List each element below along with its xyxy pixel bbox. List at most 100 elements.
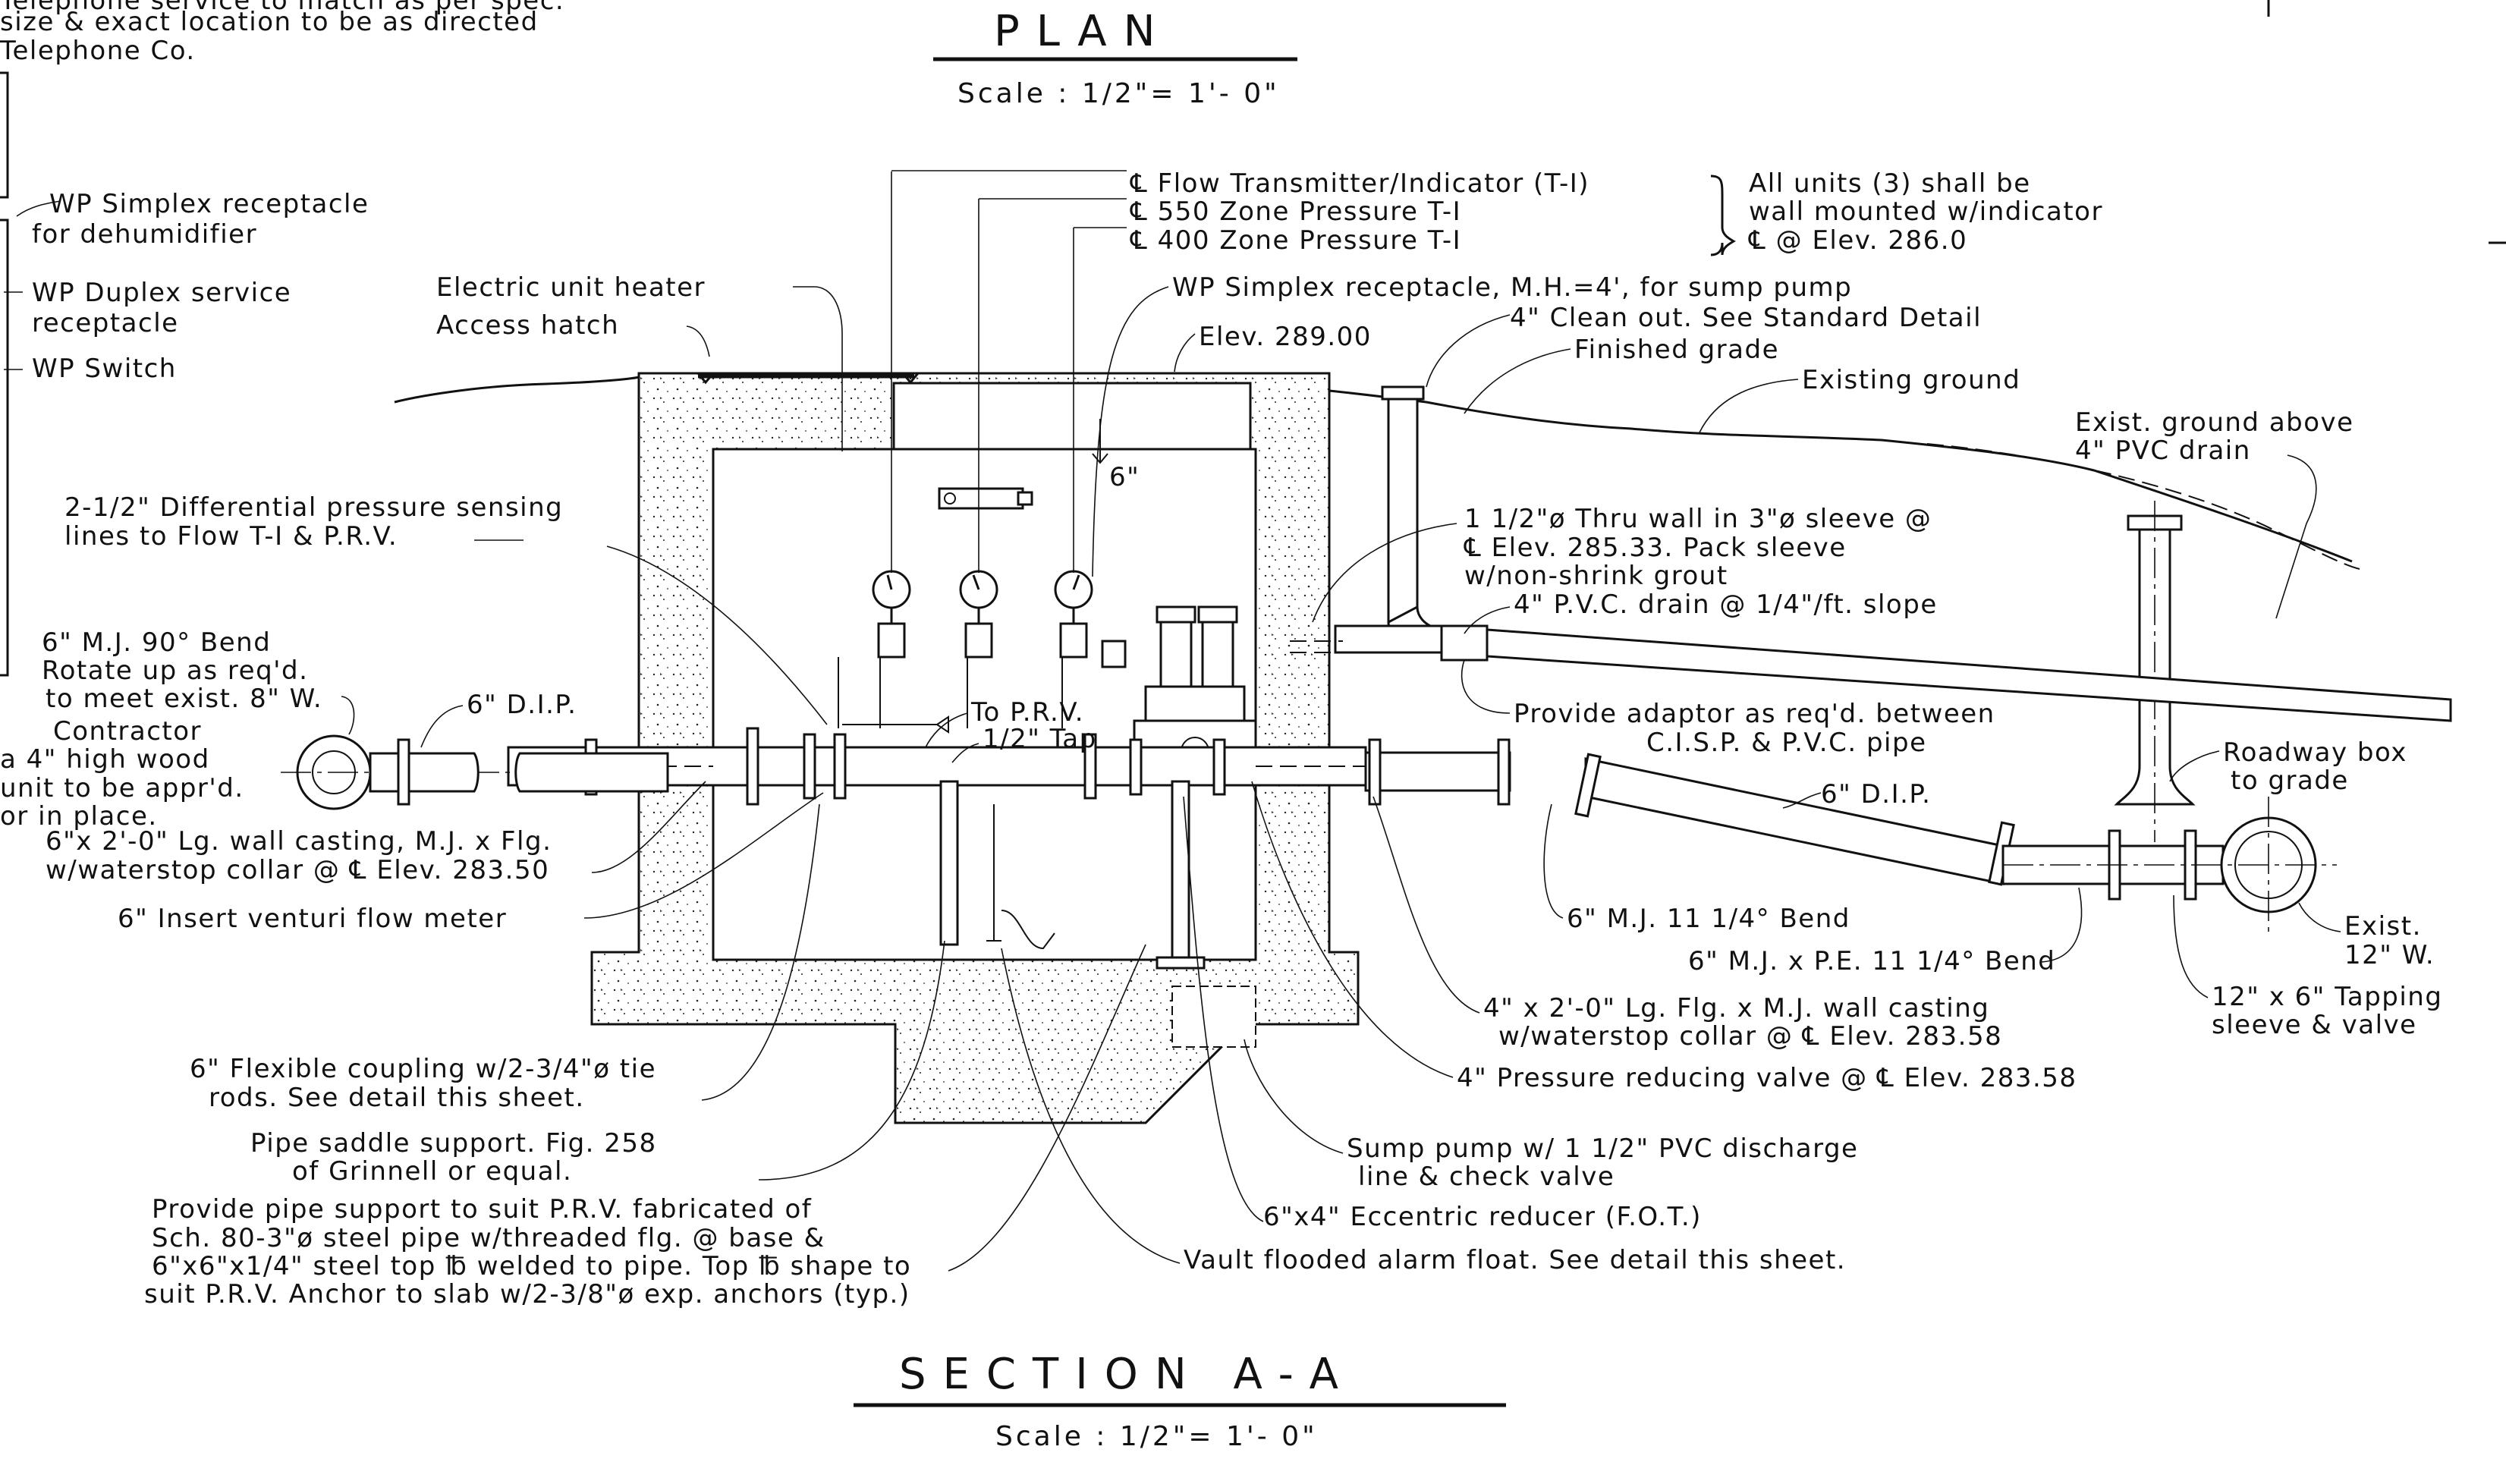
leader-hatch <box>686 325 710 357</box>
label-contractor-4: or in place. <box>0 801 158 832</box>
label-saddle-1: Pipe saddle support. Fig. 258 <box>250 1128 657 1159</box>
leader-prv <box>1251 781 1454 1078</box>
label-wall-casting6-2: w/waterstop collar @ ℄ Elev. 283.50 <box>46 855 549 885</box>
cleanout-riser <box>1387 393 1419 624</box>
unit-heater <box>938 487 1024 510</box>
gauge-needle <box>886 574 893 590</box>
label-elev-top: Elev. 289.00 <box>1199 322 1372 352</box>
label-support-1: Provide pipe support to suit P.R.V. fabr… <box>152 1194 812 1225</box>
flange-icon <box>1083 733 1097 800</box>
section-title: SECTION A-A <box>899 1350 1355 1399</box>
leader-sump-recept <box>1092 286 1169 577</box>
flange-icon <box>1574 753 1602 818</box>
label-pvc-drain: 4" P.V.C. drain @ 1/4"/ft. slope <box>1514 590 1938 620</box>
sensing-valve <box>842 715 949 734</box>
sensing-lines <box>838 657 1063 728</box>
label-thru-wall-3: w/non-shrink grout <box>1464 561 1728 591</box>
label-duplex-2: receptacle <box>32 308 179 338</box>
plan-note-line-2: size & exact location to be as directed <box>0 7 539 37</box>
label-units-1: All units (3) shall be <box>1749 168 2031 199</box>
leader-mj-pe-bend <box>2040 887 2083 963</box>
leader-tapping <box>2173 894 2209 998</box>
label-units-3: ℄ @ Elev. 286.0 <box>1748 225 1967 256</box>
leader-half-tap <box>951 743 979 763</box>
leader-wall-casting4 <box>1372 796 1480 1014</box>
label-reducer: 6"x4" Eccentric reducer (F.O.T.) <box>1263 1202 1702 1232</box>
leader-roadway <box>2169 750 2220 782</box>
flange-icon <box>833 733 847 800</box>
heater-bracket <box>1017 491 1033 506</box>
leader-elev-top <box>1174 333 1196 373</box>
leader-saddle <box>758 940 945 1181</box>
leader-support-note <box>948 944 1146 1272</box>
gauge-400 <box>1054 570 1127 668</box>
flange-icon <box>397 738 410 806</box>
annotations: WP Simplex receptacle for dehumidifier W… <box>0 168 2442 1310</box>
leader-pvc-drain <box>1464 606 1511 634</box>
label-hatch: Access hatch <box>436 310 619 341</box>
left-pipe-segment-1 <box>369 752 480 793</box>
label-zone400: ℄ 400 Zone Pressure T-I <box>1130 225 1461 256</box>
prv-support-pipe <box>1171 780 1190 961</box>
leader-thru-wall <box>1312 523 1457 623</box>
leader-cleanout <box>1426 314 1511 388</box>
label-finished-grade: Finished grade <box>1574 335 1779 365</box>
prv-handwheel-2 <box>1197 605 1238 624</box>
units-brace <box>1710 174 1736 256</box>
label-diff-pressure-1: 2-1/2" Differential pressure sensing <box>64 492 563 523</box>
label-float: Vault flooded alarm float. See detail th… <box>1184 1245 1846 1275</box>
label-roadway-1: Roadway box <box>2223 737 2407 768</box>
label-support-3: 6"x6"x1/4" steel top ℔ welded to pipe. T… <box>152 1251 911 1281</box>
drain-sleeve <box>1334 624 1443 654</box>
leader-reducer <box>1183 796 1264 1222</box>
main-centerline <box>2003 797 2337 933</box>
prv-support-base <box>1156 956 1206 970</box>
label-dip-left: 6" D.I.P. <box>467 690 577 720</box>
gauge-needle <box>972 574 980 590</box>
flange-icon <box>1129 738 1143 796</box>
label-mj-bend: 6" M.J. 11 1/4° Bend <box>1567 904 1850 934</box>
pvc-drain <box>1486 628 2452 722</box>
leader-float <box>1001 948 1181 1264</box>
plan-title: PLAN <box>994 7 1171 56</box>
plan-header-note: Telephone service to match as per spec. … <box>0 0 564 66</box>
label-saddle-2: of Grinnell or equal. <box>292 1156 572 1187</box>
leader-transmitters <box>891 170 1127 228</box>
label-adaptor-1: Provide adaptor as req'd. between <box>1514 699 1995 729</box>
alarm-float <box>986 804 1055 950</box>
label-exist-above-1: Exist. ground above <box>2075 407 2354 438</box>
label-duplex-1: WP Duplex service <box>32 278 291 308</box>
access-hatch-opening <box>892 382 1252 451</box>
label-heater: Electric unit heater <box>436 272 706 303</box>
leader-heater <box>793 286 843 451</box>
gauge-550 <box>959 570 998 659</box>
gauge-needle <box>1072 574 1080 590</box>
leader-venturi <box>583 792 824 919</box>
plan-wall-fragment <box>0 71 9 199</box>
pvc-adaptor <box>1440 624 1489 662</box>
label-dip-right: 6" D.I.P. <box>1821 779 1931 810</box>
leader-dip-right <box>1782 792 1822 809</box>
prv-pilot-2 <box>1201 621 1234 688</box>
leader-dip-left <box>420 705 464 748</box>
leader-bend90 <box>341 696 355 735</box>
hatch-hinges <box>696 373 920 385</box>
label-contractor-2: a 4" high wood <box>0 744 210 775</box>
plan-panel-fragment <box>0 219 9 677</box>
label-prv: 4" Pressure reducing valve @ ℄ Elev. 283… <box>1457 1063 2077 1093</box>
label-receptacle-dehum-2: for dehumidifier <box>32 219 257 250</box>
leader-to-prv <box>925 712 968 748</box>
label-flex-coupling-1: 6" Flexible coupling w/2-3/4"ø tie <box>190 1054 656 1084</box>
prv-pilot-1 <box>1159 621 1193 688</box>
label-contractor-1: Contractor <box>53 716 202 747</box>
gauge-body <box>964 622 993 659</box>
right-pipe-horizontal <box>1364 751 1511 792</box>
label-wall-casting4-1: 4" x 2'-0" Lg. Flg. x M.J. wall casting <box>1483 993 1989 1023</box>
thru-wall-sleeve <box>1290 640 1343 653</box>
label-thru-wall-2: ℄ Elev. 285.33. Pack sleeve <box>1464 533 1847 563</box>
label-existing-ground: Existing ground <box>1802 365 2020 395</box>
label-roadway-2: to grade <box>2231 766 2349 796</box>
label-wall-casting6-1: 6"x 2'-0" Lg. wall casting, M.J. x Flg. <box>46 826 552 857</box>
leader-lines <box>4 170 2341 1272</box>
